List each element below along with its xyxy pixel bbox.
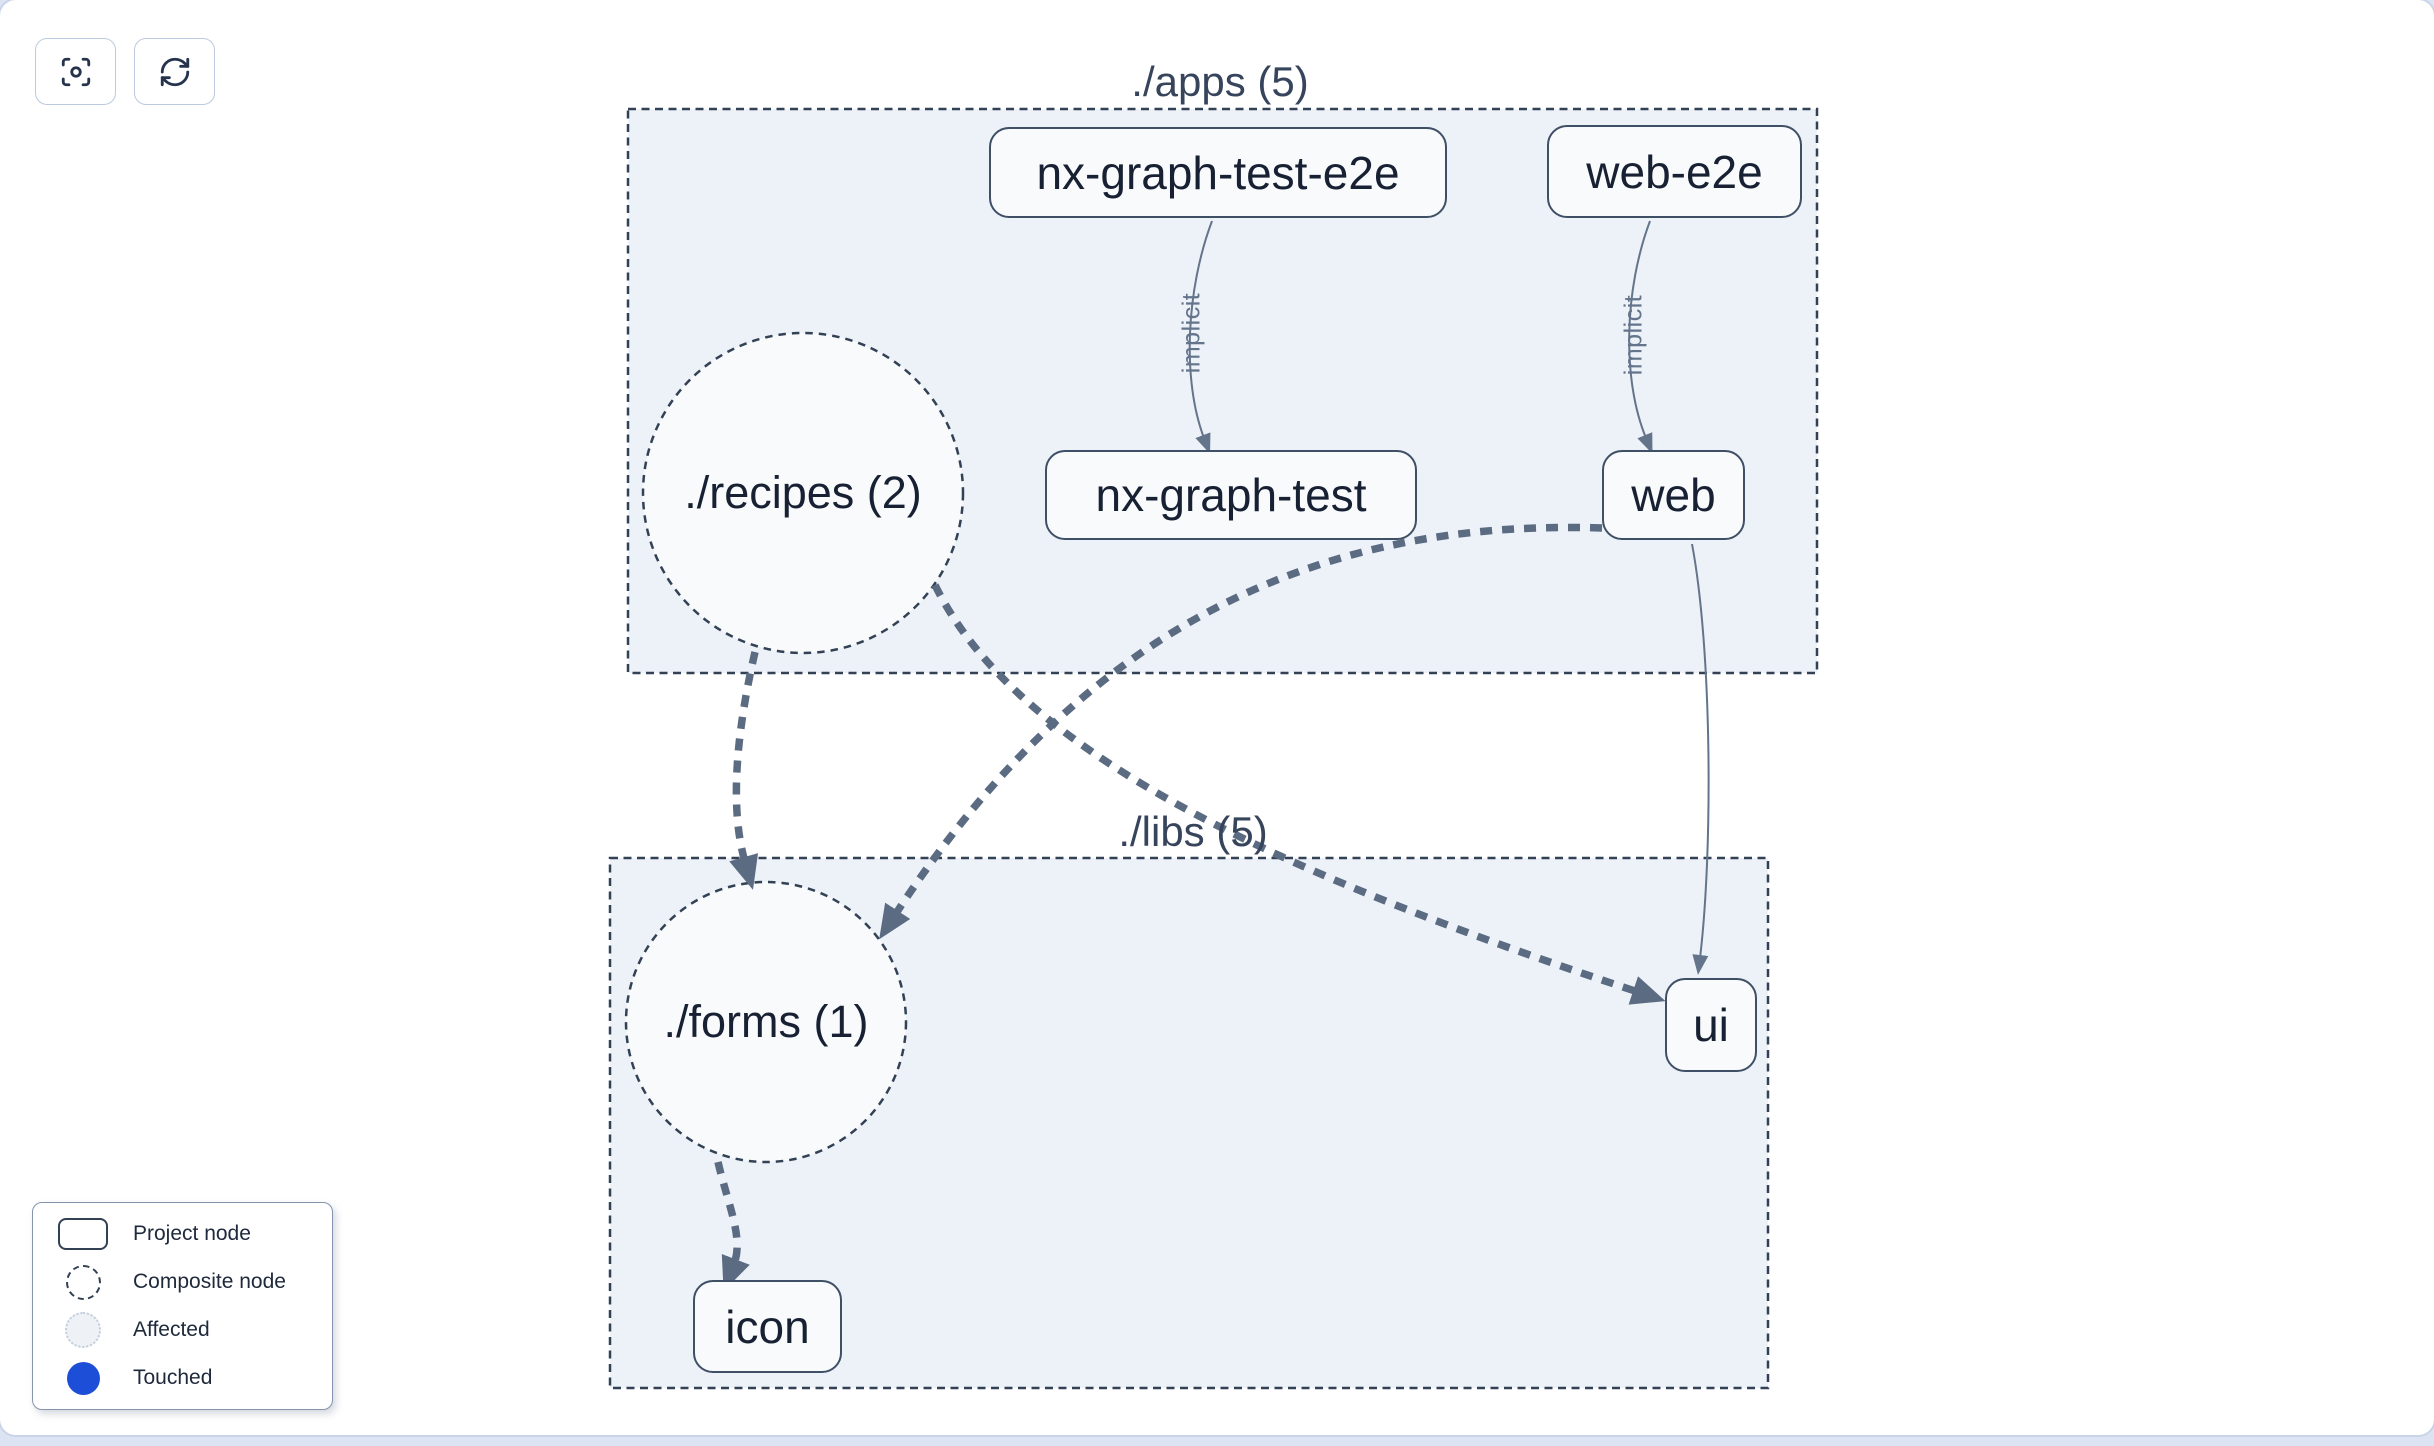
center-graph-button[interactable] — [35, 38, 116, 105]
apps-cluster-label: ./apps (5) — [1131, 58, 1309, 105]
node-nx-graph-test-e2e[interactable]: nx-graph-test-e2e — [989, 127, 1447, 218]
legend-item-affected: Affected — [33, 1306, 332, 1354]
focus-icon — [59, 55, 93, 89]
libs-cluster-label: ./libs (5) — [1118, 808, 1268, 855]
refresh-button[interactable] — [134, 38, 215, 105]
composite-node-recipes-label: ./recipes (2) — [684, 467, 922, 518]
edge-forms-to-icon — [714, 1161, 750, 1292]
edge-web-e2e-to-web — [1628, 220, 1653, 454]
edge-label-implicit-2: implicit — [1619, 294, 1648, 376]
edge-label-implicit-1: implicit — [1177, 292, 1206, 374]
touched-swatch — [66, 1361, 100, 1395]
legend-label: Project node — [133, 1222, 251, 1245]
project-node-swatch — [58, 1218, 108, 1250]
node-nx-graph-test[interactable]: nx-graph-test — [1045, 450, 1417, 540]
legend-panel: Project node Composite node Affected Tou… — [32, 1202, 333, 1410]
edge-nx-graph-test-e2e-to-nx-graph-test — [1188, 220, 1213, 454]
node-ui[interactable]: ui — [1665, 978, 1757, 1072]
legend-item-touched: Touched — [33, 1354, 332, 1402]
edge-recipes-to-forms — [729, 651, 759, 890]
legend-label: Touched — [133, 1366, 213, 1389]
legend-label: Composite node — [133, 1270, 286, 1293]
node-web-e2e[interactable]: web-e2e — [1547, 125, 1802, 218]
legend-label: Affected — [133, 1318, 210, 1341]
affected-swatch — [65, 1312, 101, 1348]
composite-node-forms[interactable] — [624, 880, 908, 1164]
composite-node-forms-label: ./forms (1) — [663, 996, 869, 1047]
legend-item-project-node: Project node — [33, 1210, 332, 1258]
legend-item-composite-node: Composite node — [33, 1258, 332, 1306]
composite-node-swatch — [65, 1264, 101, 1300]
node-web[interactable]: web — [1602, 450, 1745, 540]
edge-web-to-forms — [879, 523, 1603, 940]
refresh-icon — [158, 55, 192, 89]
composite-node-recipes[interactable] — [641, 331, 965, 655]
node-icon[interactable]: icon — [693, 1280, 842, 1373]
toolbar — [35, 38, 215, 105]
edge-web-to-ui — [1691, 543, 1710, 975]
